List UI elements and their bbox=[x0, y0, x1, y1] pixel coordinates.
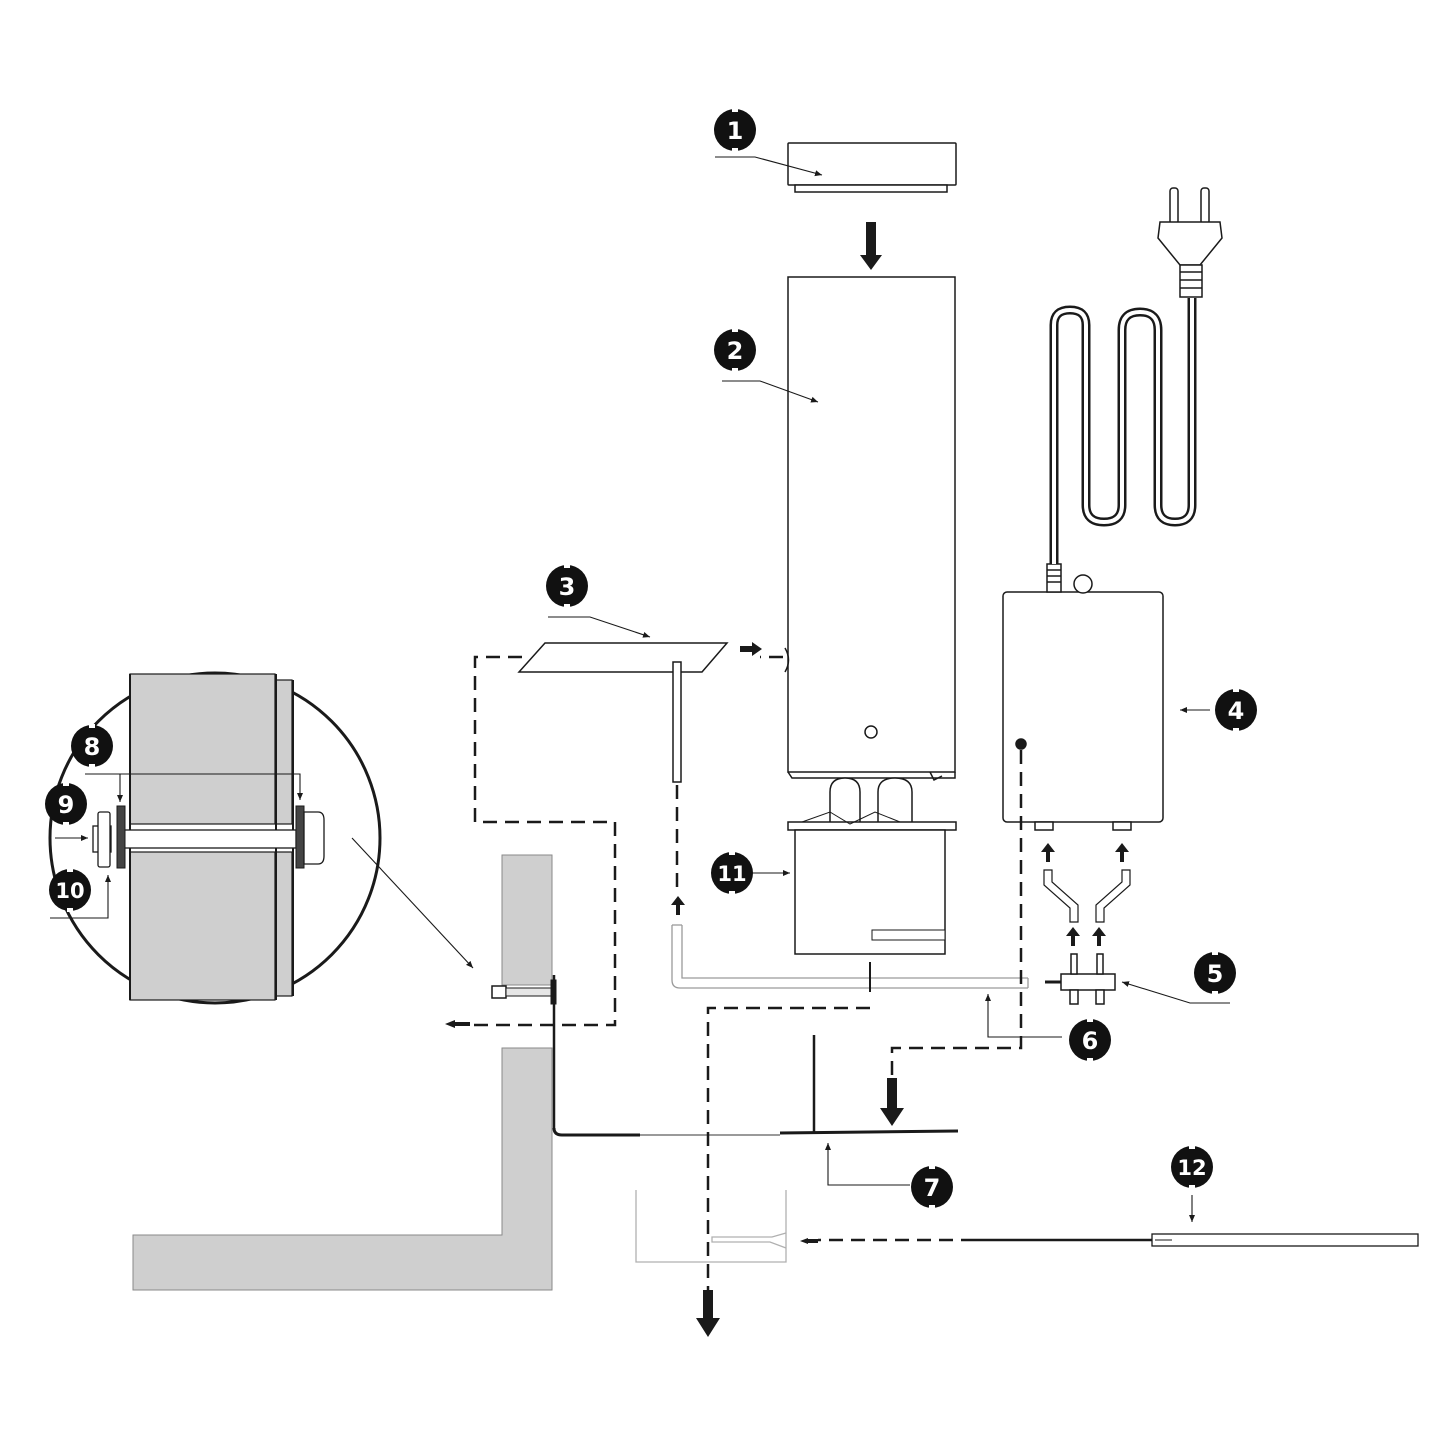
callout-badge-notch bbox=[67, 908, 73, 912]
callout-number-1: 1 bbox=[727, 117, 744, 145]
down-arrow-lid bbox=[860, 222, 882, 270]
bracket-7 bbox=[552, 975, 959, 1137]
detail-circle bbox=[48, 671, 382, 1005]
drain-container bbox=[635, 1190, 787, 1263]
up-arrows bbox=[445, 642, 1129, 1244]
callout-badge-notch bbox=[1087, 1018, 1093, 1022]
callout-badge-notch bbox=[564, 604, 570, 608]
callout-number-10: 10 bbox=[55, 879, 84, 903]
callout-badge-2 bbox=[714, 329, 756, 371]
callout-badge-4 bbox=[1215, 689, 1257, 731]
down-arrow-bracket bbox=[880, 1078, 904, 1126]
callout-badge-12 bbox=[1171, 1146, 1213, 1188]
callout-badge-notch bbox=[63, 822, 69, 826]
housing-2 bbox=[784, 276, 956, 782]
callout-badge-notch bbox=[732, 108, 738, 112]
lid-1 bbox=[787, 142, 957, 193]
callout-number-5: 5 bbox=[1207, 960, 1224, 988]
callout-badge-notch bbox=[1212, 951, 1218, 955]
callout-badge-notch bbox=[729, 891, 735, 895]
control-box-4 bbox=[1002, 563, 1164, 831]
callout-badge-11 bbox=[711, 852, 753, 894]
callout-badge-7 bbox=[911, 1166, 953, 1208]
callout-number-3: 3 bbox=[559, 573, 576, 601]
callout-number-6: 6 bbox=[1082, 1027, 1099, 1055]
callout-badge-notch bbox=[1233, 728, 1239, 732]
callout-number-2: 2 bbox=[727, 337, 744, 365]
down-arrow-drain bbox=[696, 1290, 720, 1337]
callout-badge-10 bbox=[49, 869, 91, 911]
wall-section bbox=[132, 854, 553, 1291]
callout-number-11: 11 bbox=[717, 862, 746, 886]
manifold-5 bbox=[1045, 953, 1116, 1005]
callout-badge-9 bbox=[45, 783, 87, 825]
callout-badge-5 bbox=[1194, 952, 1236, 994]
callout-badge-6 bbox=[1069, 1019, 1111, 1061]
leader-lines bbox=[50, 156, 1230, 1222]
callout-badge-notch bbox=[732, 148, 738, 152]
wall-upper bbox=[501, 854, 553, 986]
callout-number-8: 8 bbox=[84, 733, 101, 761]
callout-badge-notch bbox=[564, 564, 570, 568]
callout-badge-notch bbox=[732, 328, 738, 332]
callout-badge-notch bbox=[67, 868, 73, 872]
callout-badge-notch bbox=[1189, 1145, 1195, 1149]
tray-3 bbox=[517, 642, 729, 783]
callout-badge-notch bbox=[1087, 1058, 1093, 1062]
callout-badge-notch bbox=[1233, 688, 1239, 692]
callout-badge-notch bbox=[729, 851, 735, 855]
callout-badge-3 bbox=[546, 565, 588, 607]
callout-badge-8 bbox=[71, 725, 113, 767]
callout-badge-notch bbox=[929, 1205, 935, 1209]
callout-number-4: 4 bbox=[1228, 697, 1245, 725]
callout-badge-1 bbox=[714, 109, 756, 151]
callout-badge-notch bbox=[89, 724, 95, 728]
callout-badge-notch bbox=[63, 782, 69, 786]
callout-number-12: 12 bbox=[1177, 1156, 1206, 1180]
callout-badge-notch bbox=[1189, 1185, 1195, 1189]
callout-badge-notch bbox=[732, 368, 738, 372]
tube-6 bbox=[671, 924, 1029, 989]
wall-lower-floor bbox=[132, 1047, 553, 1291]
dashed-paths bbox=[472, 655, 1023, 1290]
callout-badge-notch bbox=[89, 764, 95, 768]
callout-badge-notch bbox=[929, 1165, 935, 1169]
callout-number-7: 7 bbox=[924, 1174, 941, 1202]
power-plug bbox=[1157, 187, 1223, 298]
hoses bbox=[1043, 869, 1131, 923]
power-cord bbox=[1049, 298, 1197, 564]
callout-badge-notch bbox=[1212, 991, 1218, 995]
rod-12 bbox=[975, 1233, 1419, 1247]
callout-number-9: 9 bbox=[58, 791, 75, 819]
pump-11 bbox=[787, 777, 957, 955]
